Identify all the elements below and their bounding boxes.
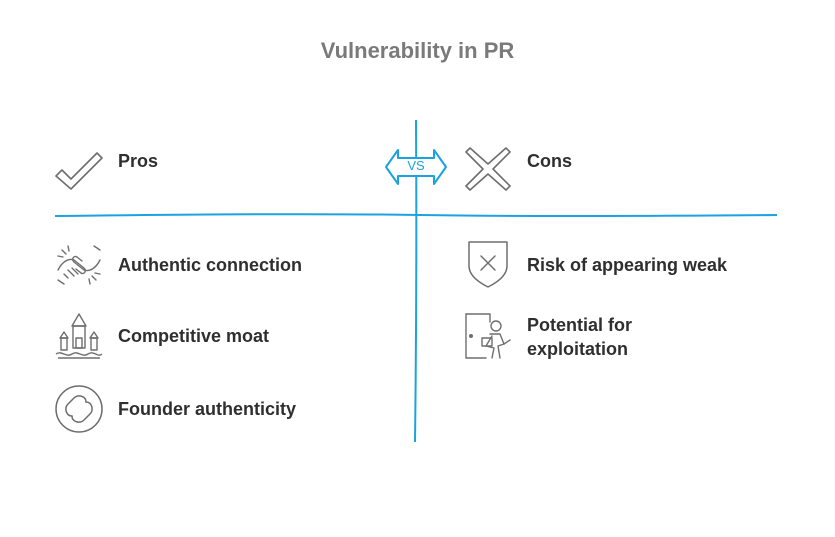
vs-badge: VS xyxy=(384,144,448,190)
pros-header: Pros xyxy=(118,151,159,171)
vs-label: VS xyxy=(407,158,425,173)
cons-item-potential-for-exploitation: Potential for exploitation xyxy=(527,315,633,359)
thief-door-icon xyxy=(464,312,514,362)
pros-item-founder-authenticity: Founder authenticity xyxy=(118,399,297,419)
pros-item-competitive-moat: Competitive moat xyxy=(118,326,270,346)
castle-icon xyxy=(54,312,104,360)
shield-x-icon xyxy=(466,238,510,290)
horizontal-divider xyxy=(54,213,778,217)
link-circle-icon xyxy=(54,384,104,434)
checkmark-icon xyxy=(54,150,104,192)
cons-item-risk-of-appearing-weak: Risk of appearing weak xyxy=(527,255,728,275)
pros-item-authentic-connection: Authentic connection xyxy=(118,255,302,275)
cross-icon xyxy=(464,146,512,192)
cons-header: Cons xyxy=(527,151,572,171)
page-title: Vulnerability in PR xyxy=(320,38,515,63)
handshake-icon xyxy=(54,240,104,290)
